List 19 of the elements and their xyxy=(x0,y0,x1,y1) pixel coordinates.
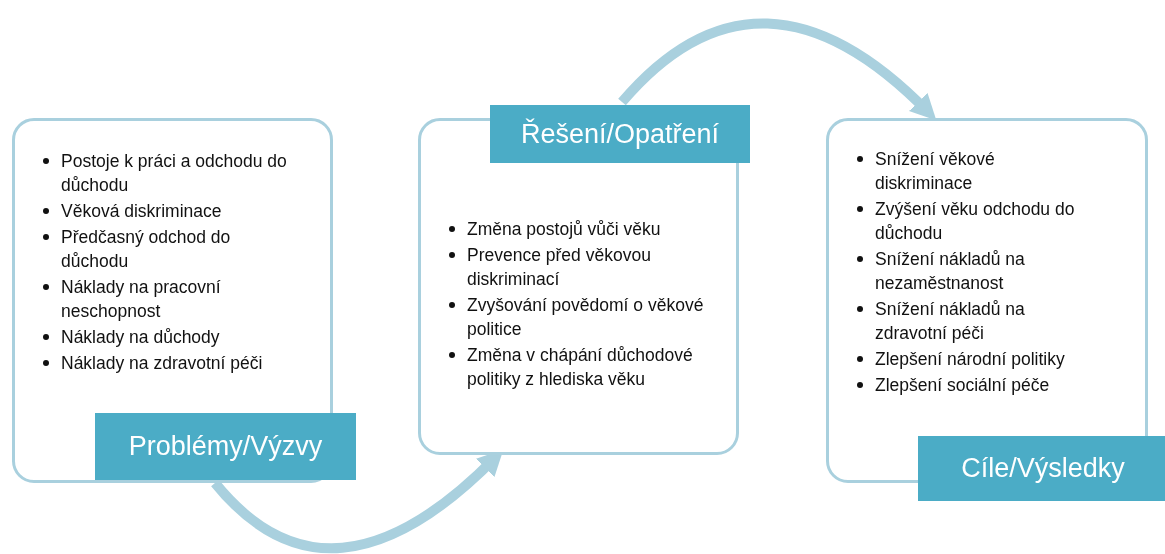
list-item: Zvýšení věku odchodu do důchodu xyxy=(875,198,1076,245)
list-item: Náklady na pracovní neschopnost xyxy=(61,276,222,323)
list-item: Snížení nákladů na zdravotní péči xyxy=(875,298,1026,345)
title-tab: Problémy/Výzvy xyxy=(95,413,356,480)
list-item: Zlepšení sociální péče xyxy=(875,374,1050,397)
list-item: Snížení nákladů na nezaměstnanost xyxy=(875,248,1026,295)
title-tab: Cíle/Výsledky xyxy=(918,436,1165,501)
list-item: Zlepšení národní politiky xyxy=(875,348,1065,371)
list-item: Změna v chápání důchodové politiky z hlediska věku xyxy=(467,344,694,391)
list-item: Věková diskriminace xyxy=(61,200,222,223)
list-item: Zvyšování povědomí o věkové politice xyxy=(467,294,705,341)
list-item: Náklady na důchody xyxy=(61,326,220,349)
title-tab: Řešení/Opatření xyxy=(490,105,750,163)
list-item: Postoje k práci a odchodu do důchodu xyxy=(61,150,288,197)
list-item: Změna postojů vůči věku xyxy=(467,218,661,241)
list-item: Snížení věkové diskriminace xyxy=(875,148,996,195)
list-item: Předčasný odchod do důchodu xyxy=(61,226,232,273)
list-item: Prevence před věkovou diskriminací xyxy=(467,244,652,291)
list-item: Náklady na zdravotní péči xyxy=(61,352,263,375)
